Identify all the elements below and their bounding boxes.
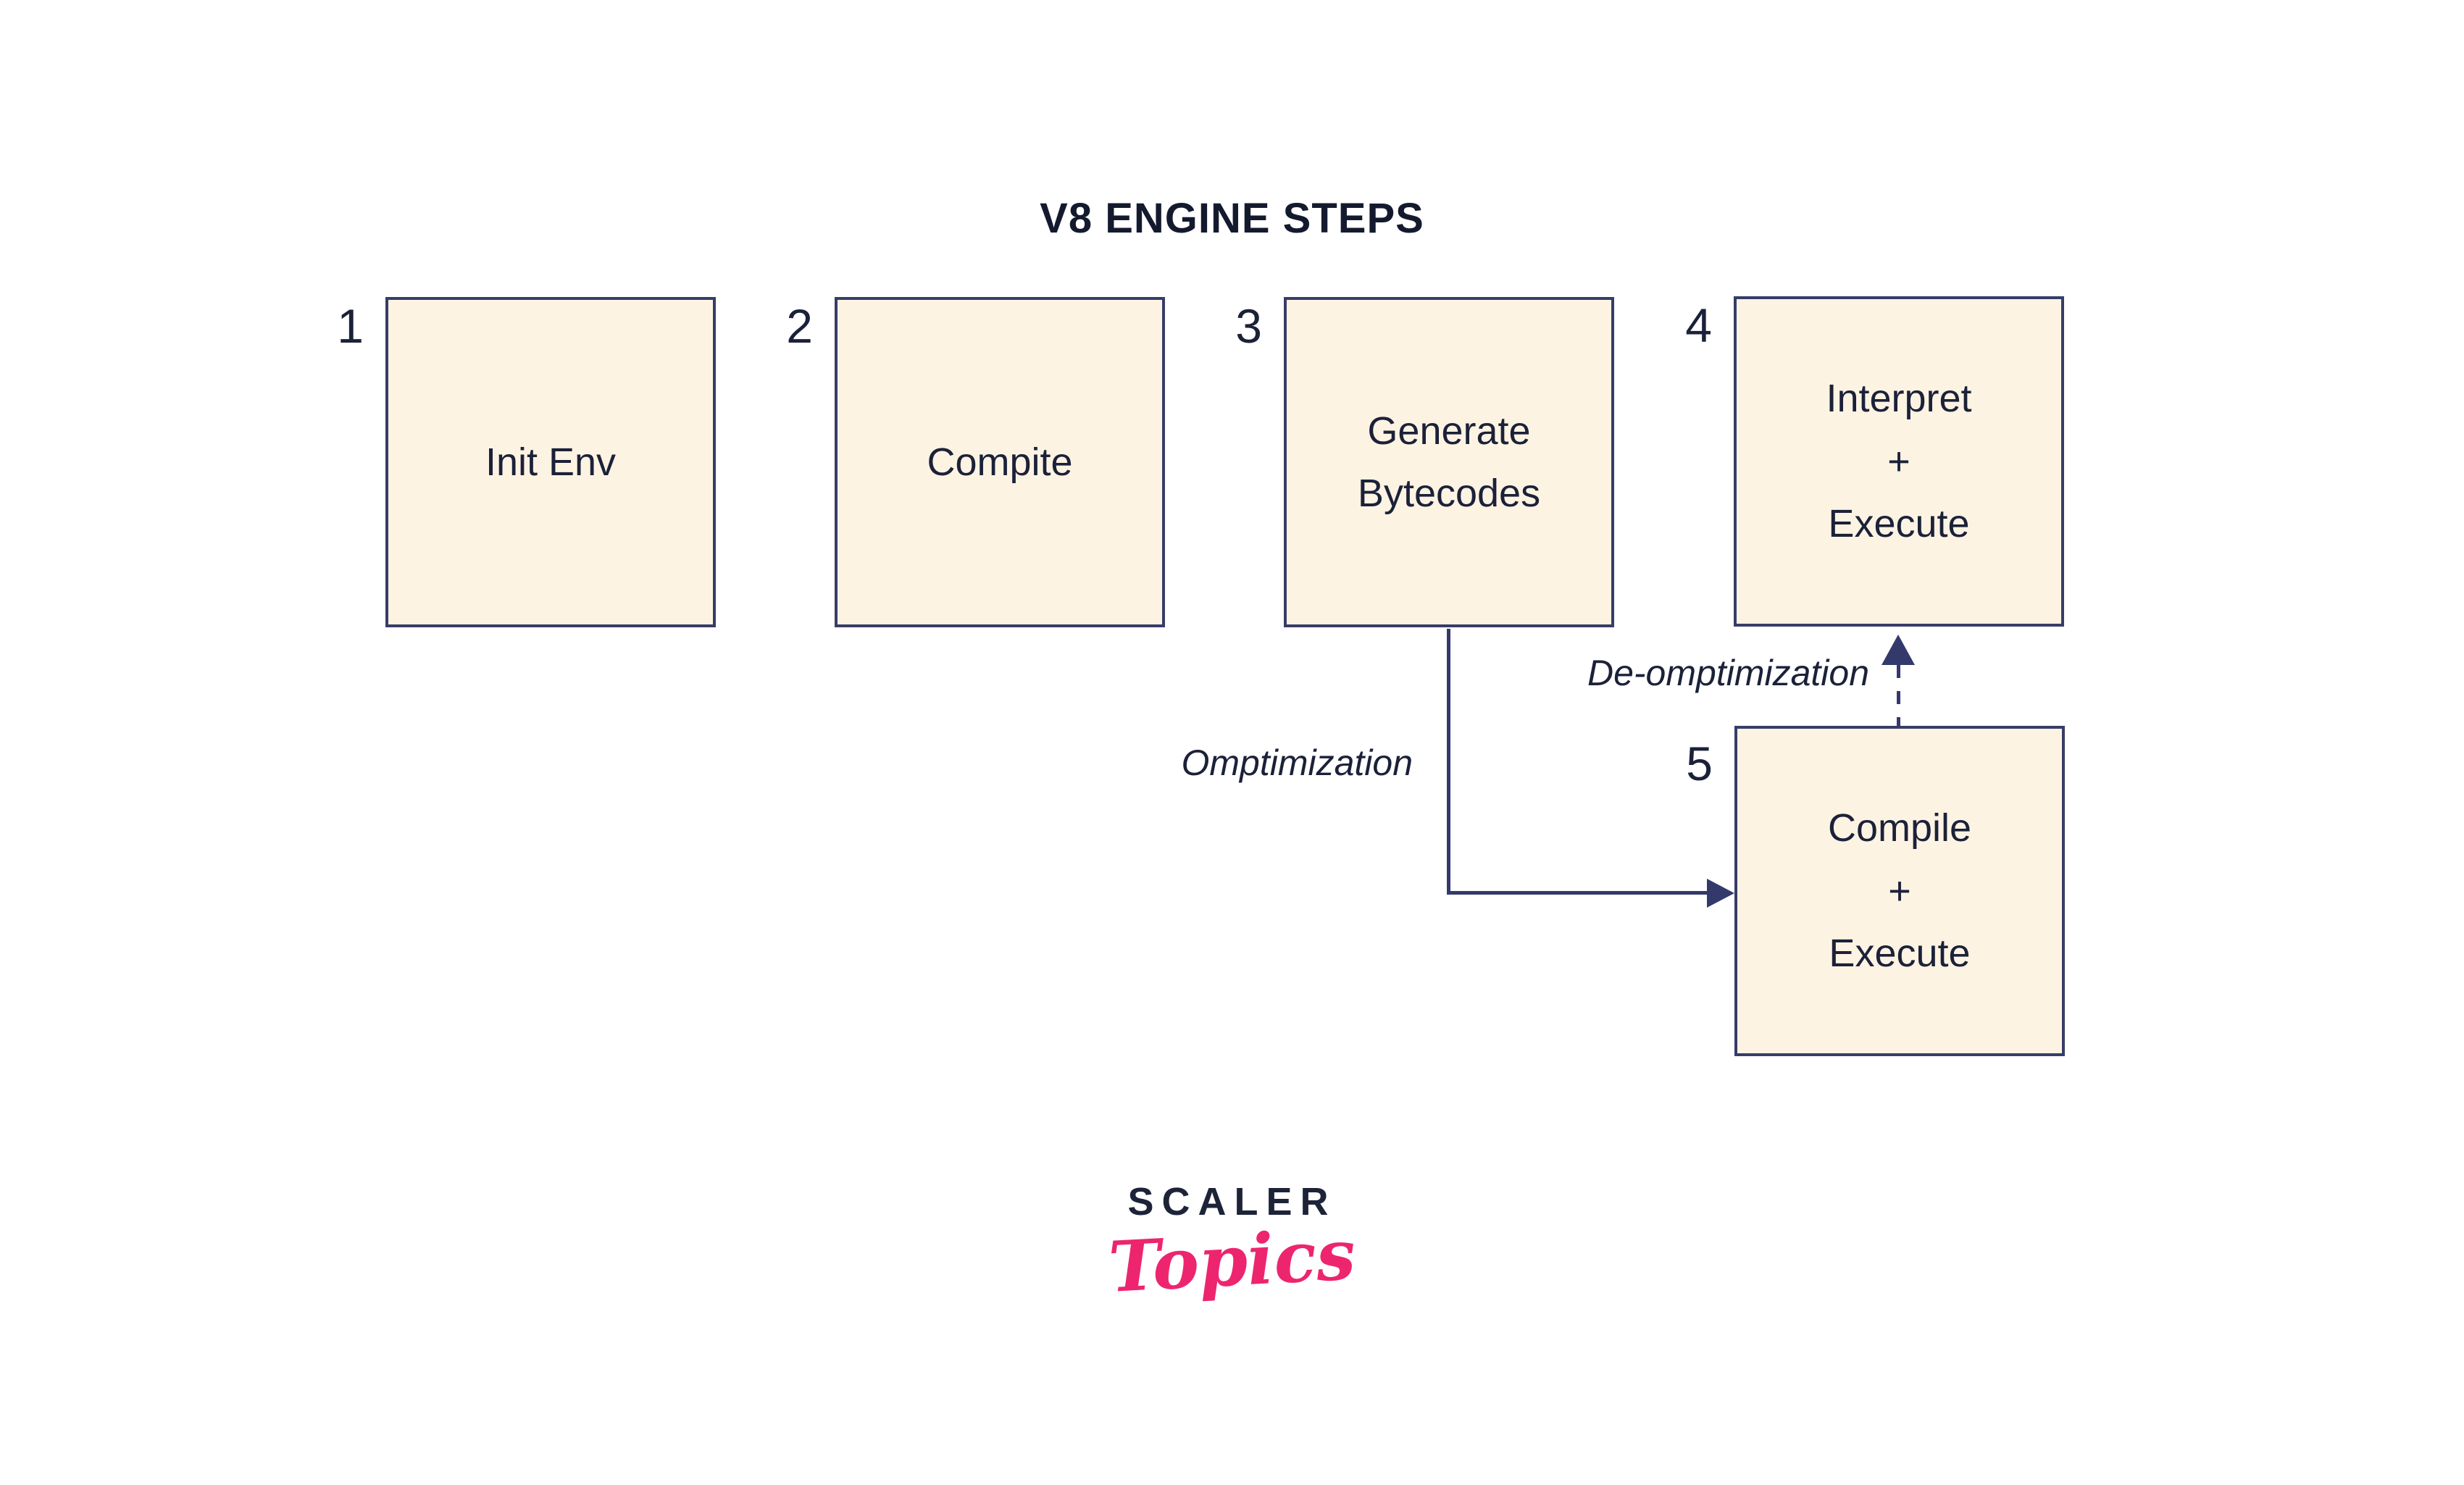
step-label: Init Env xyxy=(485,440,617,484)
step-box-compile-execute: Compile + Execute xyxy=(1734,726,2065,1056)
step-number-4: 4 xyxy=(1685,298,1712,352)
step-label: Compite xyxy=(927,440,1073,484)
step-number-5: 5 xyxy=(1686,737,1713,790)
optimization-arrowhead-icon xyxy=(1707,879,1734,908)
scaler-topics-logo: SCALER Topics xyxy=(0,1179,2464,1308)
step-box-compile: Compite xyxy=(835,297,1165,627)
deoptimization-arrowhead-icon xyxy=(1882,635,1915,665)
step-box-generate-bytecodes: Generate Bytecodes xyxy=(1284,297,1614,627)
step-number-3: 3 xyxy=(1235,299,1262,353)
optimization-arrow-horizontal-line xyxy=(1447,891,1709,895)
step-label: Interpret + Execute xyxy=(1826,377,1972,546)
scaler-logo-text: SCALER xyxy=(1127,1180,1337,1223)
deoptimization-label: De-omptimization xyxy=(1587,653,1869,693)
step-label: Compile + Execute xyxy=(1827,806,1972,976)
optimization-label: Omptimization xyxy=(1181,742,1413,783)
step-box-init-env: Init Env xyxy=(385,297,716,627)
deoptimization-dashed-line xyxy=(1897,665,1900,726)
step-label: Generate Bytecodes xyxy=(1357,409,1541,515)
step-box-interpret-execute: Interpret + Execute xyxy=(1734,296,2064,627)
diagram-title: V8 ENGINE STEPS xyxy=(1040,195,1424,242)
optimization-arrow-vertical-line xyxy=(1447,629,1450,893)
step-number-2: 2 xyxy=(786,299,813,353)
step-number-1: 1 xyxy=(337,299,364,353)
